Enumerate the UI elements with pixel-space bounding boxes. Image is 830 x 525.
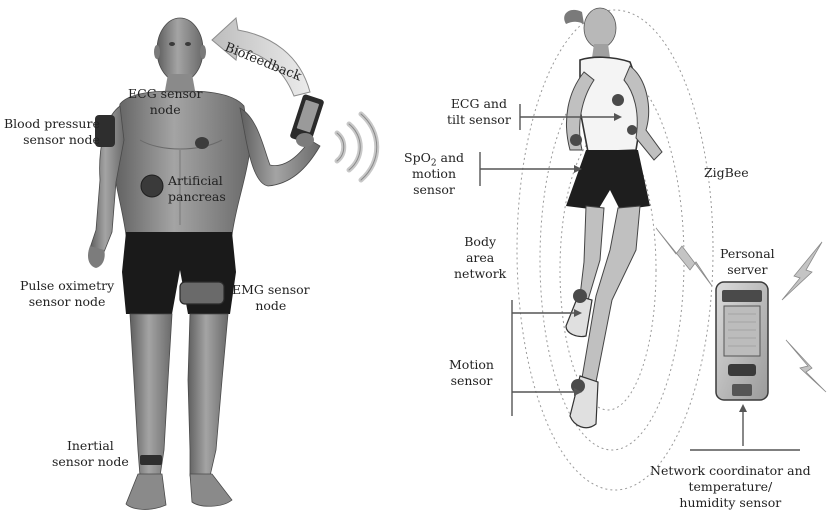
pulse-oximetry-line-1: Pulse oximetry [20, 278, 114, 294]
spo2-motion-sensor-label: SpO2 and motion sensor [404, 150, 464, 198]
blood-pressure-line-2: sensor node [4, 132, 100, 148]
network-coordinator-label: Network coordinator and temperature/ hum… [650, 463, 811, 511]
artificial-pancreas-label: Artificial pancreas [168, 173, 226, 205]
pulse-oximetry-label: Pulse oximetry sensor node [20, 278, 114, 310]
body-area-network-label: Body area network [454, 234, 506, 282]
motion-sensor-line-1: Motion [449, 357, 494, 373]
emg-sensor-icon [180, 282, 224, 304]
ecg-tilt-sensor-label: ECG and tilt sensor [447, 96, 511, 128]
inertial-sensor-line-1: Inertial [52, 438, 129, 454]
motion-sensor-line-2: sensor [449, 373, 494, 389]
body-area-network-line-1: Body [454, 234, 506, 250]
artificial-pancreas-line-2: pancreas [168, 189, 226, 205]
inertial-sensor-icon [140, 455, 162, 465]
artificial-pancreas-icon [141, 175, 163, 197]
emg-sensor-line-1: EMG sensor [232, 282, 310, 298]
pulse-oximetry-line-2: sensor node [20, 294, 114, 310]
wireless-wave-icon [337, 114, 377, 180]
emg-sensor-line-2: node [232, 298, 310, 314]
spo2-line-2: motion [404, 166, 464, 182]
body-area-network-line-2: area [454, 250, 506, 266]
motion-sensor-label: Motion sensor [449, 357, 494, 389]
pda-device-icon [716, 282, 768, 400]
human-body-figure [88, 18, 325, 509]
artificial-pancreas-line-1: Artificial [168, 173, 226, 189]
inertial-sensor-label: Inertial sensor node [52, 438, 129, 470]
network-coordinator-line-2: temperature/ [650, 479, 811, 495]
zigbee-label: ZigBee [704, 165, 749, 181]
ecg-tilt-line-2: tilt sensor [447, 112, 511, 128]
ecg-sensor-node-line-2: node [128, 102, 202, 118]
personal-server-label: Personal server [720, 246, 775, 278]
ecg-sensor-icon [195, 137, 209, 149]
ecg-sensor-node-label: ECG sensor node [128, 86, 202, 118]
ecg-tilt-line-1: ECG and [447, 96, 511, 112]
network-coordinator-line-3: humidity sensor [650, 495, 811, 511]
spo2-prefix: SpO [404, 150, 431, 165]
emg-sensor-label: EMG sensor node [232, 282, 310, 314]
spo2-line-3: sensor [404, 182, 464, 198]
spo2-suffix: and [437, 150, 464, 165]
blood-pressure-line-1: Blood pressure [4, 116, 100, 132]
blood-pressure-label: Blood pressure sensor node [4, 116, 100, 148]
spo2-line-1: SpO2 and [404, 150, 464, 166]
runner-figure [564, 8, 662, 428]
body-area-network-line-3: network [454, 266, 506, 282]
ecg-sensor-node-line-1: ECG sensor [128, 86, 202, 102]
network-coordinator-line-1: Network coordinator and [650, 463, 811, 479]
personal-server-line-1: Personal [720, 246, 775, 262]
personal-server-line-2: server [720, 262, 775, 278]
inertial-sensor-line-2: sensor node [52, 454, 129, 470]
